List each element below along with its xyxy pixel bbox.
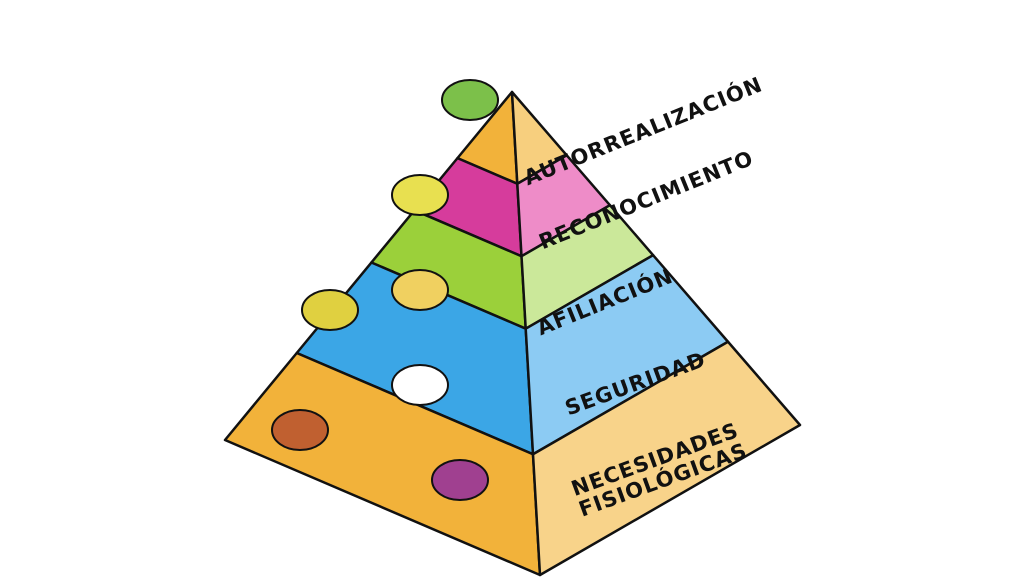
illustration-figure-2 bbox=[391, 269, 449, 311]
illustration-figure-3 bbox=[301, 289, 359, 331]
illustration-figure-4 bbox=[391, 364, 449, 406]
illustration-figure-5 bbox=[271, 409, 329, 451]
right-face-band-4 bbox=[531, 340, 802, 577]
illustration-figure-6 bbox=[431, 459, 489, 501]
illustration-figure-0 bbox=[441, 79, 499, 121]
illustration-figure-1 bbox=[391, 174, 449, 216]
